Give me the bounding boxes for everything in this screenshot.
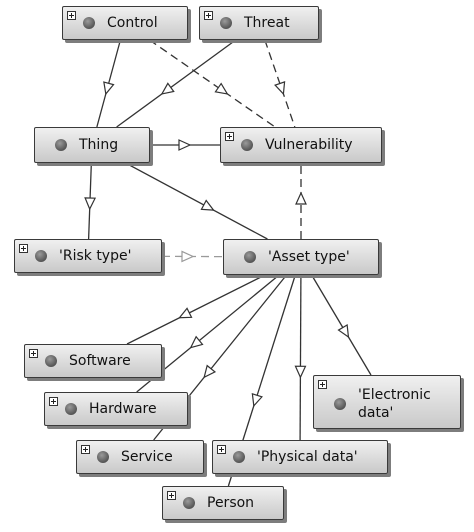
node-vulnerability[interactable]: Vulnerability (220, 127, 382, 163)
edge-thing-asset_type (125, 162, 268, 240)
node-thing[interactable]: Thing (34, 127, 150, 163)
arrowhead-asset_type-service (203, 364, 217, 379)
expand-icon[interactable] (19, 244, 28, 253)
expand-icon[interactable] (204, 11, 213, 20)
node-service[interactable]: Service (76, 440, 204, 474)
node-label: Vulnerability (265, 137, 353, 153)
node-label: Hardware (89, 401, 157, 417)
arrowhead-asset_type-person (251, 392, 263, 408)
arrowhead-thing-risk_type (84, 197, 97, 211)
node-label: 'Risk type' (59, 248, 132, 264)
expand-icon[interactable] (318, 380, 327, 389)
node-hardware[interactable]: Hardware (44, 392, 188, 426)
arrowhead-threat-vulnerability (274, 81, 286, 96)
class-icon (35, 250, 47, 262)
node-risk-type[interactable]: 'Risk type' (14, 239, 162, 273)
node-label: Person (207, 495, 255, 511)
class-icon (65, 403, 77, 415)
arrowhead-asset_type-vulnerability (295, 191, 307, 205)
expand-icon[interactable] (29, 349, 38, 358)
expand-icon[interactable] (167, 491, 176, 500)
node-label: 'Asset type' (268, 249, 350, 265)
edge-asset_type-physical (299, 274, 302, 441)
class-icon (55, 139, 67, 151)
class-icon (45, 355, 57, 367)
arrowhead-asset_type-electronic (337, 323, 350, 339)
arrowhead-thing-vulnerability (178, 139, 192, 151)
node-control[interactable]: Control (62, 6, 188, 40)
arrowhead-control-thing (103, 81, 115, 96)
class-icon (241, 139, 253, 151)
node-threat[interactable]: Threat (199, 6, 319, 40)
node-label: Software (69, 353, 131, 369)
arrowhead-asset_type-physical (294, 365, 307, 379)
node-label: Threat (244, 15, 290, 31)
arrowhead-thing-asset_type (200, 199, 215, 211)
node-person[interactable]: Person (162, 486, 284, 520)
class-icon (233, 451, 245, 463)
class-icon (183, 497, 195, 509)
class-icon (334, 398, 346, 410)
expand-icon[interactable] (225, 132, 234, 141)
expand-icon[interactable] (49, 397, 58, 406)
node-label: Control (107, 15, 158, 31)
node-label: 'Electronic data' (358, 387, 431, 421)
node-label: Thing (79, 137, 119, 153)
expand-icon[interactable] (217, 445, 226, 454)
edge-asset_type-electronic (311, 274, 372, 376)
class-icon (83, 17, 95, 29)
arrowhead-risk_type-asset_type (181, 250, 195, 263)
node-physical-data[interactable]: 'Physical data' (212, 440, 388, 474)
arrowhead-asset_type-hardware (189, 335, 204, 349)
node-label: 'Physical data' (257, 449, 358, 465)
class-icon (244, 251, 256, 263)
node-electronic-data[interactable]: 'Electronic data' (313, 375, 461, 429)
class-icon (220, 17, 232, 29)
arrowhead-threat-thing (160, 82, 175, 95)
edge-threat-thing (116, 39, 237, 128)
expand-icon[interactable] (67, 11, 76, 20)
node-asset-type[interactable]: 'Asset type' (223, 239, 379, 275)
node-software[interactable]: Software (24, 344, 162, 378)
arrowhead-asset_type-software (178, 307, 193, 319)
arrowhead-control-vulnerability (214, 82, 229, 95)
edge-asset_type-software (126, 274, 266, 345)
expand-icon[interactable] (81, 445, 90, 454)
class-icon (97, 451, 109, 463)
node-label: Service (121, 449, 173, 465)
